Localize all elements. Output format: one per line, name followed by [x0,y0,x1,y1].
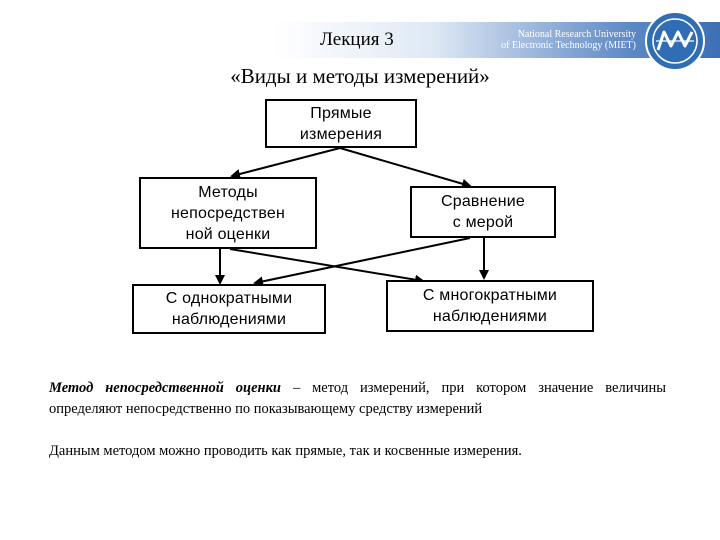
arrow-comparison-to-single [253,237,471,287]
lecture-label: Лекция 3 [320,29,394,50]
definition-paragraph: Метод непосредственной оценки – метод из… [49,378,666,420]
node-single-label: С однократными наблюдениями [165,290,293,328]
node-multiple-label: С многократными наблюдениями [422,287,558,325]
slide-title: «Виды и методы измерений» [230,64,490,88]
node-direct-measurements: Прямые измерения [265,99,417,148]
node-direct-label: Прямые измерения [299,104,383,143]
arrow-direct-to-method [230,147,341,179]
miet-logo-icon [645,11,705,71]
header-band [0,22,720,58]
arrow-direct-to-comparison [339,147,472,189]
university-line-2: of Electronic Technology (MIET) [501,40,636,51]
node-direct-assessment-label: Методы непосредствен ной оценки [170,183,286,243]
definition-text: – метод измерений, при котором значение … [49,380,667,417]
node-single-observations: С однократными наблюдениями [132,284,326,334]
university-line-1: National Research University [517,29,636,40]
node-comparison-label: Сравнение с мерой [440,193,526,231]
arrow-method-to-multiple [229,248,425,285]
node-multiple-observations: С многократными наблюдениями [386,280,594,332]
note-paragraph: Данным методом можно проводить как прямы… [49,443,522,459]
node-direct-assessment: Методы непосредствен ной оценки [139,177,317,249]
node-comparison: Сравнение с мерой [410,186,556,238]
definition-term: Метод непосредственной оценки [49,380,281,396]
university-name: National Research University of Electron… [501,29,636,51]
